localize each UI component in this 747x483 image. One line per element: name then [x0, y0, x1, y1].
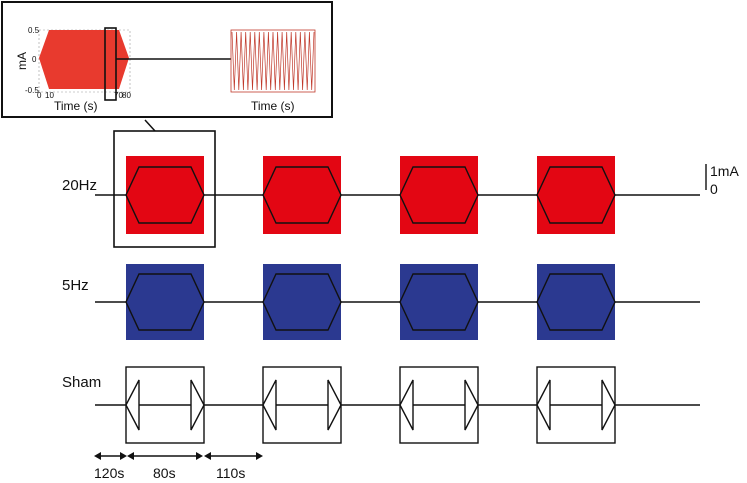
inset-x-tick-80: 80 — [122, 91, 131, 100]
pulse-fill — [400, 264, 478, 340]
timing-arrow-110s — [204, 452, 263, 460]
row-label-5hz: 5Hz — [62, 277, 89, 294]
inset-x-label-right: Time (s) — [251, 99, 295, 113]
inset-x-tick-0: 0 — [37, 91, 42, 100]
pulse-envelope — [536, 273, 616, 331]
inset-x-tick-70: 70 — [114, 91, 123, 100]
inset-envelope — [39, 30, 129, 89]
pulse-fill — [126, 264, 204, 340]
inset-zoom-window — [104, 27, 117, 101]
pulse-fill — [263, 156, 341, 234]
pulse-fill — [537, 264, 615, 340]
pulse-envelope — [399, 166, 479, 224]
timing-label-80s: 80s — [153, 465, 176, 481]
inset-y-tick-bottom: -0.5 — [25, 86, 39, 95]
timing-label-110s: 110s — [216, 465, 245, 481]
pulse-envelope — [262, 273, 342, 331]
inset-y-axis-label: mA — [15, 52, 29, 70]
scale-bar-bottom-label: 0 — [710, 181, 718, 197]
pulse-envelope — [125, 166, 205, 224]
inset-zoomed-waveform — [231, 31, 315, 91]
timing-arrow-80s — [127, 452, 203, 460]
pulse-block-20hz-3 — [399, 156, 479, 234]
inset-x-label-left: Time (s) — [54, 99, 98, 113]
pulse-block-5hz-1 — [125, 264, 205, 340]
pulse-block-20hz-2 — [262, 156, 342, 234]
pulse-block-5hz-3 — [399, 264, 479, 340]
inset-x-tick-10: 10 — [45, 91, 54, 100]
pulse-block-20hz-1 — [125, 156, 205, 234]
timing-arrow-120s — [94, 452, 127, 460]
pulse-envelope — [399, 273, 479, 331]
pulse-envelope — [125, 273, 205, 331]
scale-bar-top-label: 1mA — [710, 163, 739, 179]
pulse-envelope — [262, 166, 342, 224]
scale-bar: 1mA 0 — [705, 163, 739, 197]
pulse-block-5hz-2 — [262, 264, 342, 340]
timing-label-120s: 120s — [94, 465, 124, 481]
inset-panel: mA 0.5 0 -0.5 0 10 70 80 Time (s) Time (… — [1, 1, 333, 118]
pulse-fill — [263, 264, 341, 340]
pulse-fill — [400, 156, 478, 234]
row-5hz-blocks — [125, 264, 616, 340]
pulse-envelope — [536, 166, 616, 224]
pulse-fill — [537, 156, 615, 234]
inset-y-tick-mid: 0 — [32, 55, 37, 64]
highlight-frame — [113, 130, 216, 248]
row-20hz-blocks — [125, 156, 616, 234]
pulse-block-5hz-4 — [536, 264, 616, 340]
row-label-20hz: 20Hz — [62, 177, 97, 194]
row-label-sham: Sham — [62, 374, 101, 391]
pulse-block-20hz-4 — [536, 156, 616, 234]
inset-callout-line — [144, 119, 156, 132]
pulse-fill — [126, 156, 204, 234]
timing-arrows: 120s 80s 110s — [94, 452, 263, 481]
inset-y-tick-top: 0.5 — [28, 26, 40, 35]
